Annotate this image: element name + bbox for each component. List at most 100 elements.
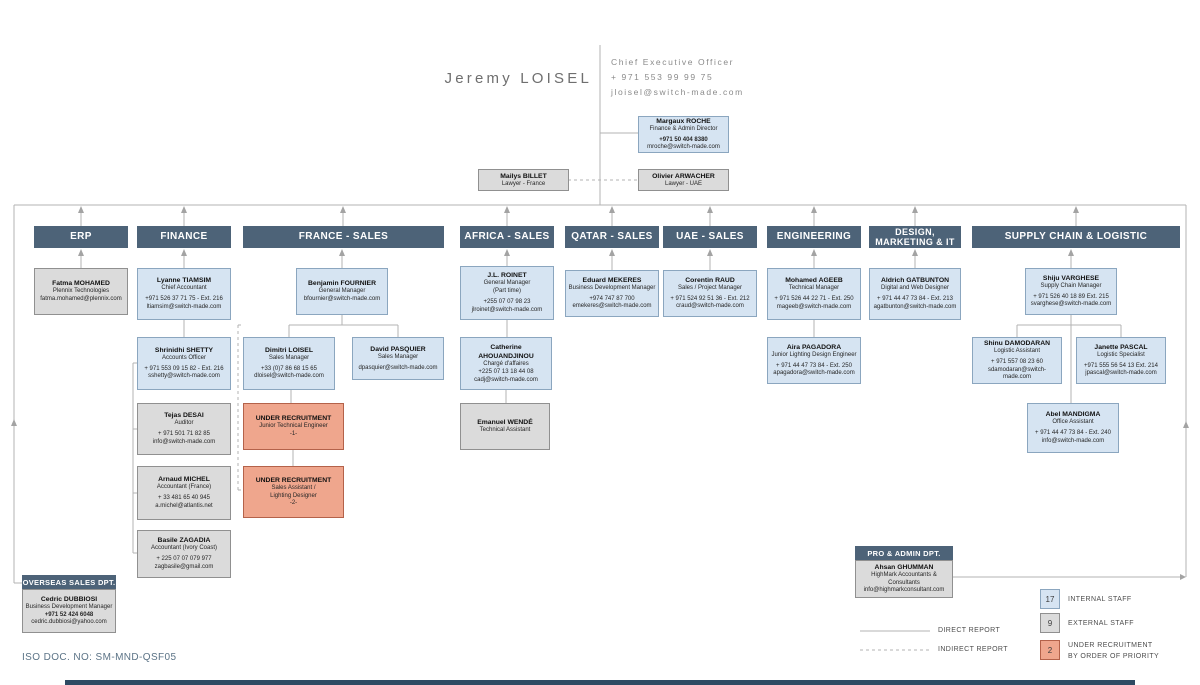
person-name: UNDER RECRUITMENT [255, 415, 332, 423]
person-role: Sales Assistant / [271, 484, 316, 491]
dept-header-engineering: ENGINEERING [767, 226, 861, 248]
person-email: a.michel@atlantis.net [155, 502, 213, 509]
recruitment-order: -2- [289, 500, 298, 507]
person-email: fatma.mohamed@plennix.com [40, 296, 122, 303]
person-card-abel-mandigma: Abel MANDIGMA Office Assistant + 971 44 … [1027, 403, 1119, 453]
dept-header-erp: ERP [34, 226, 128, 248]
person-email: cedric.dubbiosi@yahoo.com [31, 619, 107, 626]
person-name: Shinu DAMODARAN [983, 339, 1051, 347]
legend-internal-swatch: 17 [1040, 589, 1060, 609]
person-role: Logistic Assistant [993, 348, 1041, 354]
person-phone: + 225 07 07 079 977 [156, 556, 212, 563]
footer-bar [65, 680, 1135, 685]
person-role: Junior Technical Engineer [259, 423, 328, 430]
person-role: Lawyer - UAE [664, 180, 702, 187]
person-role: Plennix Technologies [52, 288, 110, 295]
person-name: Catherine AHOUANDJINOU [478, 343, 534, 360]
legend-external-label: EXTERNAL STAFF [1068, 620, 1134, 627]
person-phone: + 971 553 09 15 82 - Ext. 216 [144, 365, 224, 372]
dept-header-africa-sales: AFRICA - SALES [460, 226, 554, 248]
person-email: mageeb@switch-made.com [776, 303, 852, 310]
person-name: Abel MANDIGMA [1045, 411, 1101, 419]
person-name: Tejas DESAI [164, 412, 204, 420]
person-email: jpascal@switch-made.com [1085, 370, 1157, 377]
person-card-catherine-ahouandjinou: Catherine AHOUANDJINOU Chargé d'affaires… [460, 337, 552, 390]
ceo-phone: + 971 553 99 99 75 [611, 72, 714, 83]
ceo-name: Jeremy LOISEL [444, 70, 592, 87]
person-phone: + 971 44 47 73 84 - Ext. 213 [877, 296, 953, 303]
person-phone: +971 50 404 8380 [659, 136, 708, 143]
dept-header-uae-sales: UAE - SALES [663, 226, 757, 248]
person-card-mailys-billet: Mailys BILLET Lawyer - France [478, 169, 569, 191]
person-name: Eduard MEKERES [582, 276, 642, 284]
legend-internal-count: 17 [1045, 594, 1055, 604]
person-email: zagbasile@gmail.com [154, 563, 214, 570]
person-name: Shrinidhi SHETTY [154, 346, 214, 354]
person-card-arnaud-michel: Arnaud MICHEL Accountant (France) + 33 4… [137, 466, 231, 520]
person-email: ltiamsim@switch-made.com [146, 303, 222, 310]
ceo-details: Chief Executive Officer + 971 553 99 99 … [611, 55, 744, 100]
person-card-tejas-desai: Tejas DESAI Auditor + 971 501 71 82 85 i… [137, 403, 231, 455]
dept-header-design-marketing-it: DESIGN, MARKETING & IT [869, 226, 961, 248]
person-name: Benjamin FOURNIER [308, 280, 376, 288]
person-name: Shiju VARGHESE [1042, 274, 1100, 282]
person-role: Supply Chain Manager [1040, 282, 1102, 289]
person-role: Auditor [174, 420, 194, 427]
person-card-dimitri-loisel: Dimitri LOISEL Sales Manager +33 (0)7 86… [243, 337, 335, 390]
iso-doc-number: ISO DOC. NO: SM-MND-QSF05 [22, 652, 177, 663]
person-card-janette-pascal: Janette PASCAL Logistic Specialist +971 … [1076, 337, 1166, 384]
dept-header-pro-admin: PRO & ADMIN DPT. [855, 546, 953, 560]
person-card-olivier-arwacher: Olivier ARWACHER Lawyer - UAE [638, 169, 729, 191]
person-name: Aira PAGADORA [786, 343, 842, 351]
legend-internal-label: INTERNAL STAFF [1068, 596, 1132, 603]
person-name: Arnaud MICHEL [158, 476, 210, 484]
person-phone: + 971 557 08 23 60 [991, 358, 1043, 365]
person-phone: + 971 44 47 73 84 - Ext. 240 [1035, 430, 1111, 437]
person-name: Dimitri LOISEL [265, 346, 313, 354]
person-name: UNDER RECRUITMENT [255, 476, 332, 484]
person-phone: +255 07 07 98 23 [483, 299, 531, 306]
person-email: sdamodaran@switch-made.com [987, 366, 1047, 381]
person-email: mroche@switch-made.com [647, 144, 720, 151]
legend-recruit-count: 2 [1047, 645, 1053, 655]
person-email: info@switch-made.com [152, 438, 216, 445]
person-name: Basile ZAGADIA [157, 537, 211, 545]
person-role: Chargé d'affaires [483, 360, 529, 367]
person-name: Mohamed AGEEB [785, 277, 843, 285]
person-card-shrinidhi-shetty: Shrinidhi SHETTY Accounts Officer + 971 … [137, 337, 231, 390]
person-role: Accountant (Ivory Coast) [150, 545, 218, 552]
person-card-basile-zagadia: Basile ZAGADIA Accountant (Ivory Coast) … [137, 530, 231, 578]
person-phone: +225 07 13 18 44 08 [478, 368, 534, 375]
legend-direct-report-label: DIRECT REPORT [938, 627, 1001, 634]
person-role: Finance & Admin Director [649, 125, 718, 132]
legend-recruit-swatch: 2 [1040, 640, 1060, 660]
person-name: Lyanne TIAMSIM [156, 277, 212, 285]
person-email: info@switch-made.com [1041, 437, 1105, 444]
dept-label-line2: MARKETING & IT [875, 237, 955, 247]
person-card-aldrich-gatbunton: Aldrich GATBUNTON Digital and Web Design… [869, 268, 961, 320]
legend-indirect-report-label: INDIRECT REPORT [938, 646, 1008, 653]
person-phone: + 971 44 47 73 84 - Ext. 250 [776, 362, 852, 369]
person-card-lyanne-tiamsim: Lyanne TIAMSIM Chief Accountant +971 526… [137, 268, 231, 320]
person-card-fatma-mohamed: Fatma MOHAMED Plennix Technologies fatma… [34, 268, 128, 315]
person-phone: + 33 481 65 40 945 [158, 495, 210, 502]
ceo-title: Chief Executive Officer [611, 57, 735, 67]
person-card-emanuel-wende: Emanuel WENDÉ Technical Assistant [460, 403, 550, 450]
person-role: Sales Manager [268, 354, 310, 361]
person-role-extra: (Part time) [492, 288, 521, 295]
person-name: Margaux ROCHE [656, 117, 711, 125]
person-email: craud@switch-made.com [676, 303, 744, 310]
person-email: agatbunton@switch-made.com [873, 303, 957, 310]
person-card-margaux-roche: Margaux ROCHE Finance & Admin Director +… [638, 116, 729, 153]
person-email: dloisel@switch-made.com [254, 373, 324, 380]
person-card-jl-roinet: J.L. ROINET General Manager (Part time) … [460, 266, 554, 320]
person-role: HighMark Accountants & Consultants [871, 571, 937, 586]
person-email: info@highmarkconsultant.com [863, 587, 945, 594]
person-card-eduard-mekeres: Eduard MEKERES Business Development Mana… [565, 270, 659, 317]
person-name: Corentin RAUD [685, 276, 735, 284]
person-role-extra: Lighting Designer [270, 492, 317, 499]
person-name: Fatma MOHAMED [52, 280, 110, 288]
person-email: jlroinet@switch-made.com [471, 306, 543, 313]
person-phone: +974 747 87 700 [589, 295, 635, 302]
